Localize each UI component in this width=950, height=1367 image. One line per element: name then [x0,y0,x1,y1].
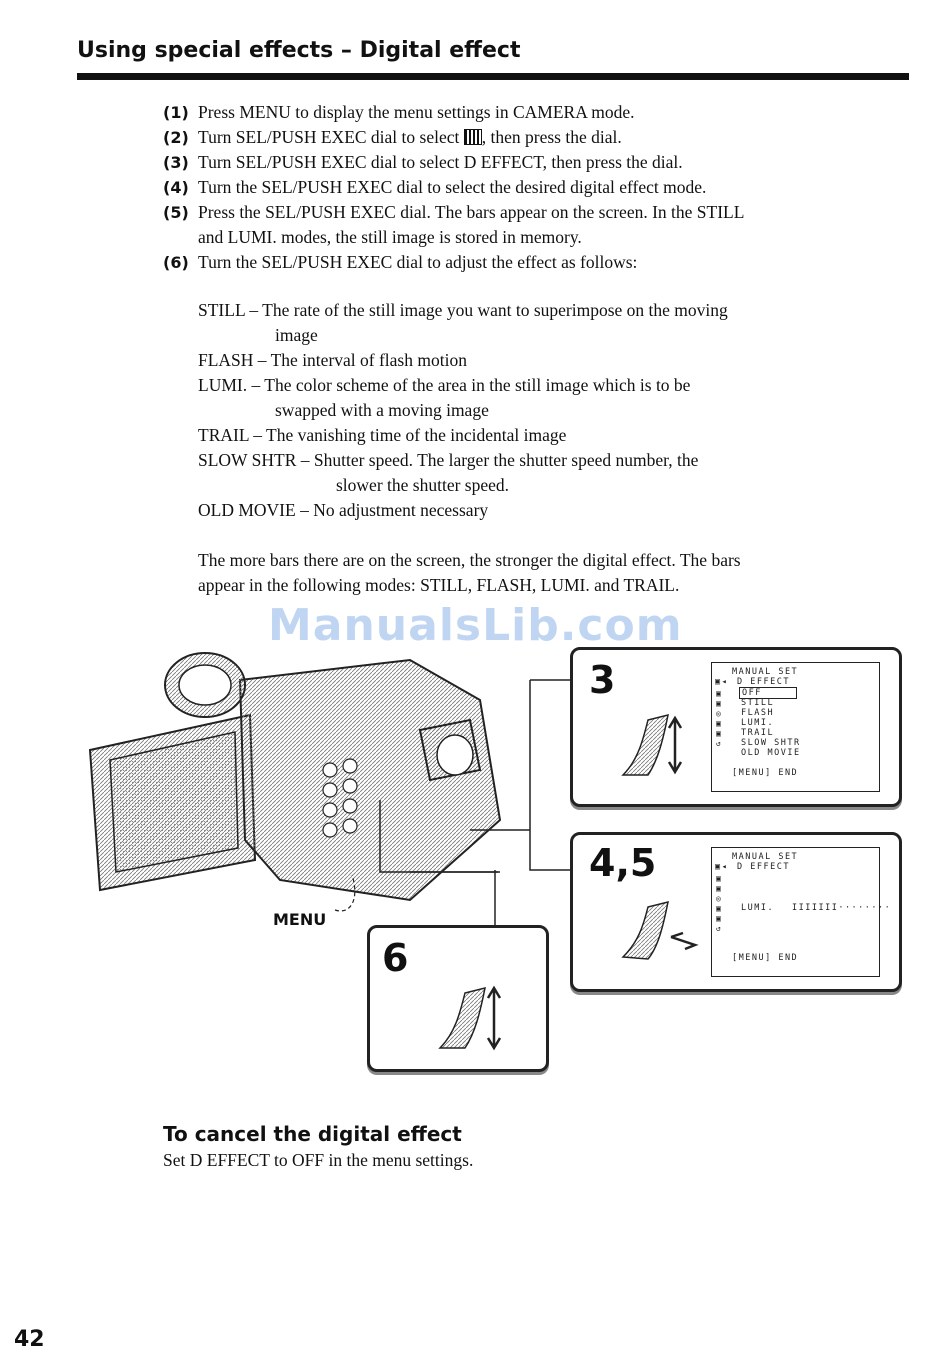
screen-title: MANUAL SET [732,667,799,677]
panel-step-number: 6 [382,936,409,980]
step-number: (6) [163,253,189,272]
option-lumi: LUMI. [741,718,775,728]
effect-slow-shtr-cont: slower the shutter speed. [336,475,510,495]
manual-set-icon [463,129,482,145]
effect-still-cont: image [275,325,318,345]
viewfinder-screen: MANUAL SET ▣◂ D EFFECT ▣▣◎▣▣↺ LUMI. IIII… [711,847,890,977]
step-number: (2) [163,128,189,147]
step-number: (5) [163,203,189,222]
step-text-before: Turn SEL/PUSH EXEC dial to select [198,127,460,147]
section-heading: To cancel the digital effect [163,1122,462,1146]
dial-turn-icon [621,713,683,776]
step-number: (1) [163,103,189,122]
screen-footer: [MENU] END [732,768,799,778]
header-rule [77,73,909,80]
step-text-after: , then press the dial. [481,127,622,147]
bars-note-line2: appear in the following modes: STILL, FL… [198,575,680,595]
step-text: Turn the SEL/PUSH EXEC dial to select th… [198,177,707,197]
screen-side-icons: ▣▣◎▣▣↺ [716,689,723,748]
step-4-5-panel: 4,5 MANUAL SET ▣◂ D EFFECT ▣▣◎▣▣↺ LUMI. … [570,832,902,992]
option-trail: TRAIL [741,728,775,738]
step-text: Press MENU to display the menu settings … [198,102,635,122]
manual-set-icon: ▣◂ [715,862,729,872]
connector-lines [494,679,570,930]
step-number: (4) [163,178,189,197]
step-text: Turn the SEL/PUSH EXEC dial to adjust th… [198,252,638,272]
effect-old-movie: OLD MOVIE – No adjustment necessary [198,500,489,520]
page-title: Using special effects – Digital effect [77,38,521,63]
step-text: Turn SEL/PUSH EXEC dial to select D EFFE… [198,152,683,172]
camcorder-illustration [88,652,530,912]
option-old-movie: OLD MOVIE [741,748,801,758]
effect-still: STILL – The rate of the still image you … [198,300,728,320]
dial-turn-icon [438,985,502,1051]
screen-side-icons: ▣▣◎▣▣↺ [716,874,723,933]
effect-trail: TRAIL – The vanishing time of the incide… [198,425,567,445]
manual-set-icon: ▣◂ [715,677,729,687]
option-still: STILL [741,698,775,708]
effect-lumi-cont: swapped with a moving image [275,400,489,420]
option-flash: FLASH [741,708,775,718]
bars-note-line1: The more bars there are on the screen, t… [198,550,741,570]
step-text: Press the SEL/PUSH EXEC dial. The bars a… [198,202,745,222]
screen-title: MANUAL SET [732,852,799,862]
page-number: 42 [14,1327,45,1352]
screen-item: D EFFECT [737,677,790,687]
panel-step-number: 3 [589,658,616,702]
effect-lumi: LUMI. – The color scheme of the area in … [198,375,691,395]
step-text-continued: and LUMI. modes, the still image is stor… [198,227,582,247]
viewfinder-screen: MANUAL SET ▣◂ D EFFECT ▣▣◎▣▣↺ OFF STILL … [711,662,880,792]
effect-bars: IIIIIII········ [792,903,892,913]
menu-button-label: MENU [273,910,327,929]
section-text: Set D EFFECT to OFF in the menu settings… [163,1150,474,1170]
screen-item: D EFFECT [737,862,790,872]
step-3-panel: 3 MANUAL SET ▣◂ D EFFECT ▣▣◎▣▣↺ OFF STIL… [570,647,902,807]
effect-slow-shtr: SLOW SHTR – Shutter speed. The larger th… [198,450,699,470]
watermark: ManualsLib.com [268,600,683,651]
screen-footer: [MENU] END [732,953,799,963]
step-number: (3) [163,153,189,172]
mode-label: LUMI. [741,903,775,913]
panel-step-number: 4,5 [589,841,657,885]
effect-flash: FLASH – The interval of flash motion [198,350,467,370]
step-6-panel: 6 [367,925,549,1072]
dial-press-icon [621,900,699,960]
option-slow-shtr: SLOW SHTR [741,738,801,748]
step-text: Turn SEL/PUSH EXEC dial to select , then… [198,125,622,150]
option-off: OFF [739,687,797,699]
